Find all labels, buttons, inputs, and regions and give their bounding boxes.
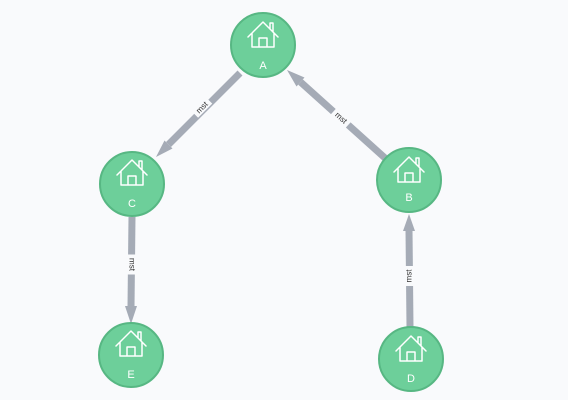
node-b[interactable]: B	[376, 147, 442, 213]
edge-arrowhead	[403, 214, 415, 231]
house-icon	[393, 156, 425, 183]
node-label: A	[259, 60, 267, 72]
edge-b-a[interactable]: mst	[287, 70, 388, 161]
edge-label: mst	[128, 258, 137, 272]
node-d[interactable]: D	[378, 326, 444, 392]
house-icon	[395, 335, 427, 362]
node-c[interactable]: C	[99, 151, 165, 217]
node-label: B	[405, 192, 412, 204]
edge-d-b[interactable]: mst	[403, 214, 415, 328]
edge-arrowhead	[125, 306, 137, 324]
edge-c-e[interactable]: mst	[125, 216, 137, 324]
node-a[interactable]: A	[230, 12, 296, 78]
edge-arrowhead	[287, 70, 305, 87]
house-icon	[116, 159, 148, 186]
edge-a-c[interactable]: mst	[156, 70, 243, 157]
node-e[interactable]: E	[98, 322, 164, 388]
node-label: C	[128, 198, 136, 210]
house-icon	[247, 21, 279, 48]
node-label: E	[127, 369, 134, 381]
house-icon	[115, 330, 147, 357]
node-label: D	[407, 373, 415, 385]
edge-arrowhead	[156, 140, 173, 157]
edge-label: mst	[405, 269, 414, 283]
